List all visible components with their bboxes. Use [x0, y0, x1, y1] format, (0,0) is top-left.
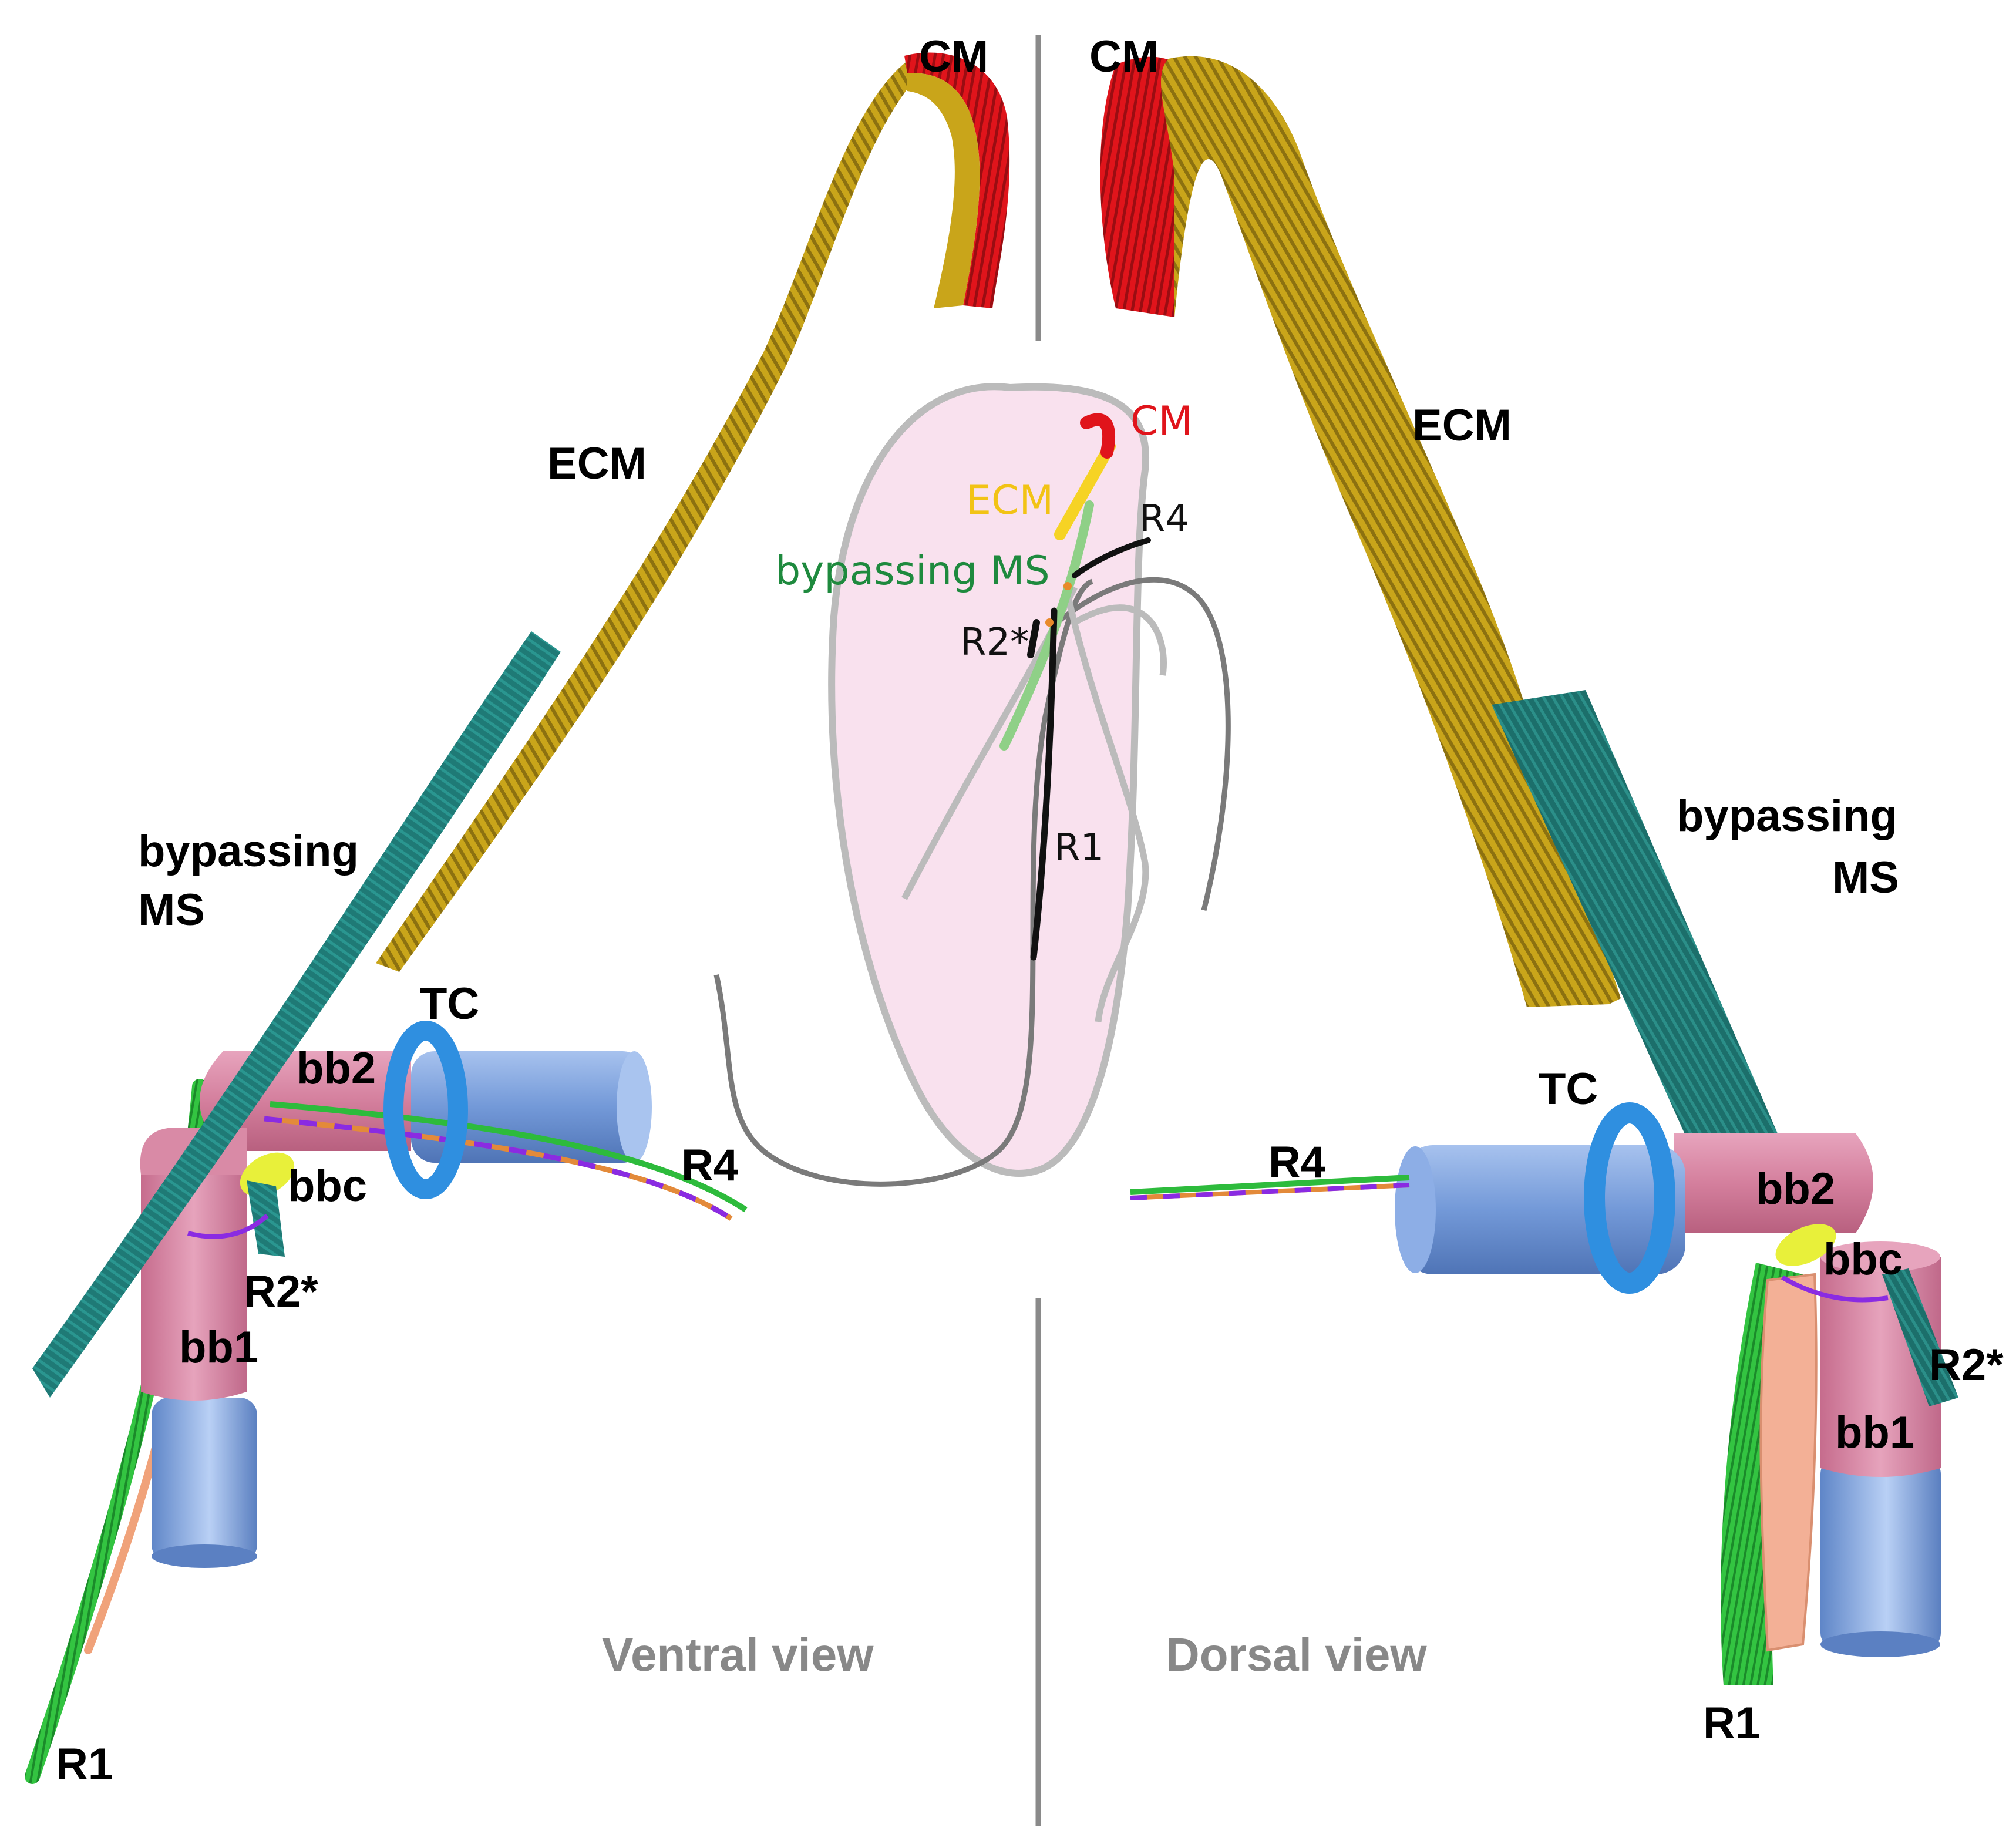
label-cm-right: CM	[1089, 32, 1159, 82]
cell-schematic: CM ECM R4 bypassing MS R2* R1	[713, 383, 1231, 1187]
ventral-ecm	[376, 59, 934, 972]
dorsal-bb1-blue-cap	[1820, 1631, 1940, 1657]
label-bypassing-left-1: bypassing	[138, 826, 359, 876]
ventral-bb1-blue-cap	[152, 1544, 257, 1568]
cell-root-line-3	[1073, 604, 1167, 676]
dorsal-view-model	[1100, 56, 1958, 1685]
dorsal-r2	[1882, 1268, 1958, 1406]
cell-basal-dot-1	[1063, 582, 1072, 590]
dorsal-bbc	[1775, 1224, 1836, 1266]
dorsal-bypassing-ms	[1492, 690, 1785, 1175]
label-bypassing-right-1: bypassing	[1677, 791, 1897, 841]
ventral-cm	[904, 52, 1010, 308]
cell-r2	[1027, 619, 1040, 658]
label-tc-right: TC	[1539, 1064, 1598, 1114]
ventral-cm-gold-edge	[907, 73, 980, 308]
label-ecm-left: ECM	[547, 439, 647, 489]
label-r1-right: R1	[1703, 1698, 1760, 1748]
dorsal-r4-green	[1130, 1175, 1410, 1195]
dorsal-bb2-blue	[1404, 1145, 1685, 1274]
ventral-bb1-blue	[152, 1398, 257, 1562]
cell-bypassing-ms	[999, 500, 1094, 751]
cell-r1	[1030, 607, 1058, 961]
label-r2-left: R2*	[244, 1267, 318, 1317]
dorsal-bb2-blue-end	[1395, 1146, 1436, 1273]
cell-cm	[1080, 413, 1116, 459]
cell-ecm	[1054, 440, 1116, 540]
label-r4-left: R4	[681, 1140, 738, 1190]
label-bypassing-left-2: MS	[138, 885, 205, 935]
ventral-r4-purple	[264, 1116, 733, 1221]
dorsal-ecm	[1161, 56, 1621, 1008]
label-cm-left: CM	[919, 32, 988, 82]
cell-root-line-2	[1065, 598, 1149, 1022]
dorsal-bb1-blue	[1820, 1456, 1941, 1650]
cell-label-r2: R2*	[960, 621, 1029, 664]
label-dorsal-view: Dorsal view	[1166, 1628, 1427, 1681]
label-bypassing-right-2: MS	[1832, 853, 1899, 903]
ventral-bypassing-ms	[32, 631, 561, 1398]
cell-flagellum-2	[1055, 577, 1231, 911]
dorsal-purple-arc	[1781, 1275, 1889, 1303]
label-bb1-right: bb1	[1835, 1408, 1914, 1458]
label-bbc-right: bbc	[1823, 1234, 1903, 1284]
cell-label-r4: R4	[1139, 497, 1189, 541]
label-bbc-left: bbc	[288, 1161, 367, 1211]
dorsal-bb2-pink	[1674, 1133, 1873, 1233]
dorsal-r1-peach	[1759, 1273, 1818, 1652]
cell-basal-dot-2	[1045, 618, 1054, 627]
label-tc-left: TC	[420, 979, 479, 1029]
cell-label-bypassing-ms: bypassing MS	[775, 548, 1050, 594]
cell-r4	[1072, 537, 1151, 578]
label-r2-right: R2*	[1929, 1340, 2004, 1390]
label-ventral-view: Ventral view	[602, 1628, 874, 1681]
label-r4-right: R4	[1268, 1138, 1325, 1187]
label-bb1-left: bb1	[179, 1323, 258, 1372]
ventral-bb2-blue-end	[617, 1051, 652, 1163]
ventral-view-model	[25, 52, 1010, 1784]
dorsal-bb1-top	[1820, 1241, 1940, 1272]
ventral-tc-ring	[383, 1021, 468, 1199]
label-ecm-right: ECM	[1412, 401, 1512, 450]
cell-label-cm: CM	[1130, 398, 1193, 445]
ventral-bb2-blue	[411, 1051, 646, 1163]
cell-label-ecm: ECM	[966, 477, 1054, 524]
label-bb2-left: bb2	[297, 1044, 376, 1093]
dorsal-tc-ring	[1584, 1102, 1675, 1294]
cell-label-r1: R1	[1054, 826, 1104, 870]
ventral-purple-arc	[187, 1214, 269, 1239]
label-r1-left: R1	[56, 1739, 113, 1789]
label-bb2-right: bb2	[1756, 1164, 1835, 1214]
ventral-r4-green	[270, 1101, 748, 1213]
dorsal-r4-purple	[1130, 1183, 1410, 1200]
